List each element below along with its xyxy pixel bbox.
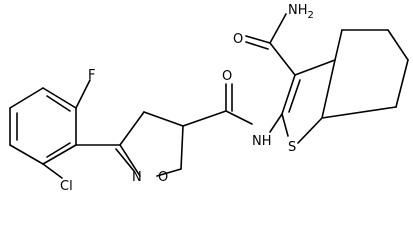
- chlorine-label: Cl: [60, 179, 73, 194]
- sulfur-label: S: [288, 140, 296, 155]
- amide-nh-label: NH: [252, 134, 272, 149]
- atom-labels: NH2 O O NH S N O F Cl: [60, 3, 314, 194]
- bond-lines: [9, 13, 409, 179]
- molecule-structure: NH2 O O NH S N O F Cl: [9, 3, 409, 194]
- nh2-label: NH2: [288, 3, 314, 21]
- amide-oxygen-mid-label: O: [222, 69, 232, 84]
- ring-nitrogen-label: N: [132, 170, 142, 185]
- amide-oxygen-top-label: O: [233, 32, 243, 47]
- ring-oxygen-label: O: [158, 170, 168, 185]
- fluorine-label: F: [88, 68, 95, 83]
